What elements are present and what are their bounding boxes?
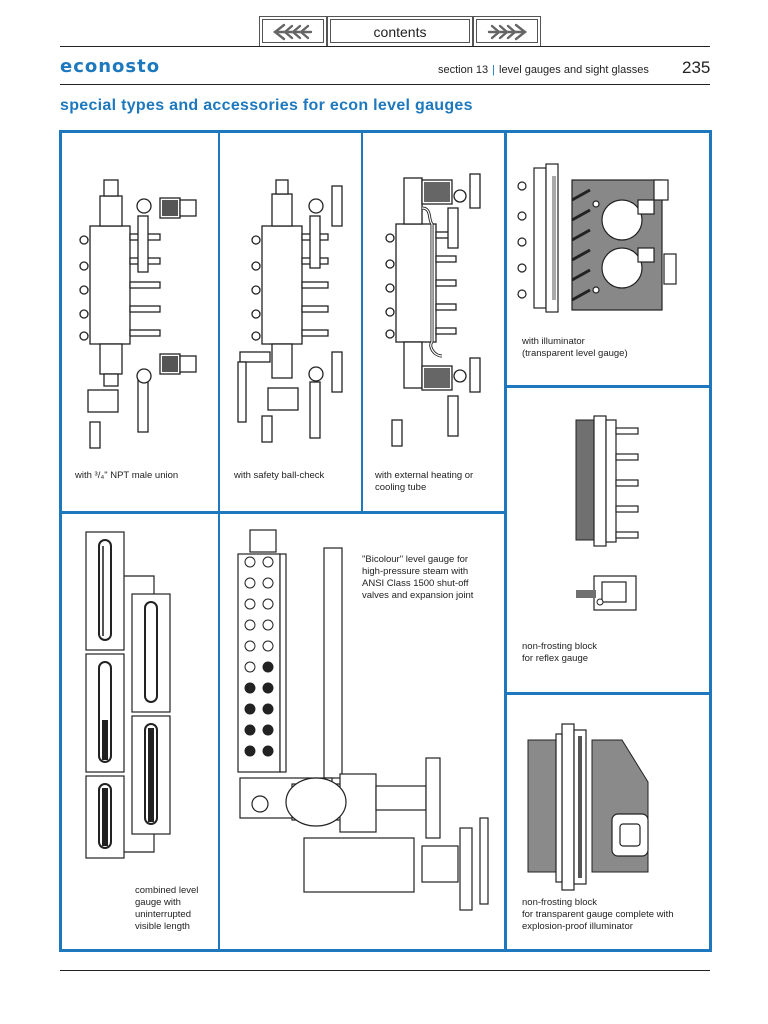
header-top-rule — [60, 46, 710, 47]
caption-bicolour-line: ANSI Class 1500 shut-off — [362, 578, 469, 589]
caption-bicolour-line: valves and expansion joint — [362, 590, 474, 601]
figure-grid — [59, 130, 712, 952]
section-number: section 13 — [438, 64, 489, 76]
grid-divider — [361, 130, 363, 512]
caption-illuminator-line: (transparent level gauge) — [522, 348, 628, 359]
double-arrow-right-icon — [487, 23, 527, 40]
grid-divider — [59, 511, 507, 514]
reflex-non-frosting-block-drawing — [575, 415, 639, 611]
grid-divider — [218, 130, 220, 952]
caption-heating-tube-line: cooling tube — [375, 482, 427, 493]
caption-combined-line: visible length — [135, 921, 190, 932]
heating-tube-gauge-drawing — [385, 173, 481, 447]
caption-illuminator: with illuminator (transparent level gaug… — [522, 336, 628, 360]
safety-ball-check-gauge-drawing — [237, 179, 343, 443]
section-label: section 13|level gauges and sight glasse… — [438, 64, 649, 76]
caption-heating-tube: with external heating or cooling tube — [375, 470, 473, 494]
contents-label: contents — [373, 23, 427, 40]
caption-explosion-line: non-frosting block — [522, 897, 597, 908]
caption-reflex-line: for reflex gauge — [522, 653, 589, 664]
caption-safety-ball-check: with safety ball-check — [234, 470, 325, 481]
caption-heating-tube-line: with external heating or — [375, 470, 474, 481]
grid-divider — [504, 692, 712, 695]
econosto-logo: econosto — [60, 56, 161, 77]
illuminator-drawing — [517, 163, 677, 313]
caption-illuminator-line: with illuminator — [522, 336, 585, 347]
grid-divider — [504, 130, 507, 952]
contents-button[interactable]: contents — [327, 16, 473, 46]
page-number: 235 — [682, 58, 711, 77]
page-title: special types and accessories for econ l… — [60, 97, 473, 114]
caption-bicolour-line: "Bicolour" level gauge for — [362, 554, 469, 565]
combined-level-gauge-drawing — [85, 531, 171, 859]
bicolour-port-column — [244, 556, 274, 757]
caption-explosion-line: explosion-proof illuminator — [522, 921, 633, 932]
next-page-button[interactable] — [473, 16, 541, 46]
header-bottom-rule — [60, 84, 710, 85]
caption-combined: combined level gauge with uninterrupted … — [135, 885, 198, 933]
footer-rule — [60, 970, 710, 971]
caption-reflex-line: non-frosting block — [522, 641, 597, 652]
grid-divider — [504, 385, 712, 388]
caption-reflex: non-frosting block for reflex gauge — [522, 641, 597, 665]
bicolour-gauge-drawing — [237, 529, 489, 911]
caption-combined-line: uninterrupted — [135, 909, 191, 920]
previous-page-button[interactable] — [259, 16, 327, 46]
caption-explosion-line: for transparent gauge complete with — [522, 909, 674, 920]
caption-combined-line: combined level — [135, 885, 199, 896]
double-arrow-left-icon — [273, 23, 313, 40]
caption-bicolour-line: high-pressure steam with — [362, 566, 469, 577]
section-separator: | — [492, 64, 496, 76]
npt-union-gauge-drawing — [79, 179, 197, 449]
caption-npt-union: with ³/₄" NPT male union — [75, 470, 179, 481]
caption-combined-line: gauge with — [135, 897, 181, 908]
section-title: level gauges and sight glasses — [499, 64, 649, 76]
explosion-proof-illuminator-drawing — [527, 723, 649, 891]
caption-bicolour: "Bicolour" level gauge for high-pressure… — [362, 554, 473, 602]
caption-explosion: non-frosting block for transparent gauge… — [522, 897, 674, 933]
